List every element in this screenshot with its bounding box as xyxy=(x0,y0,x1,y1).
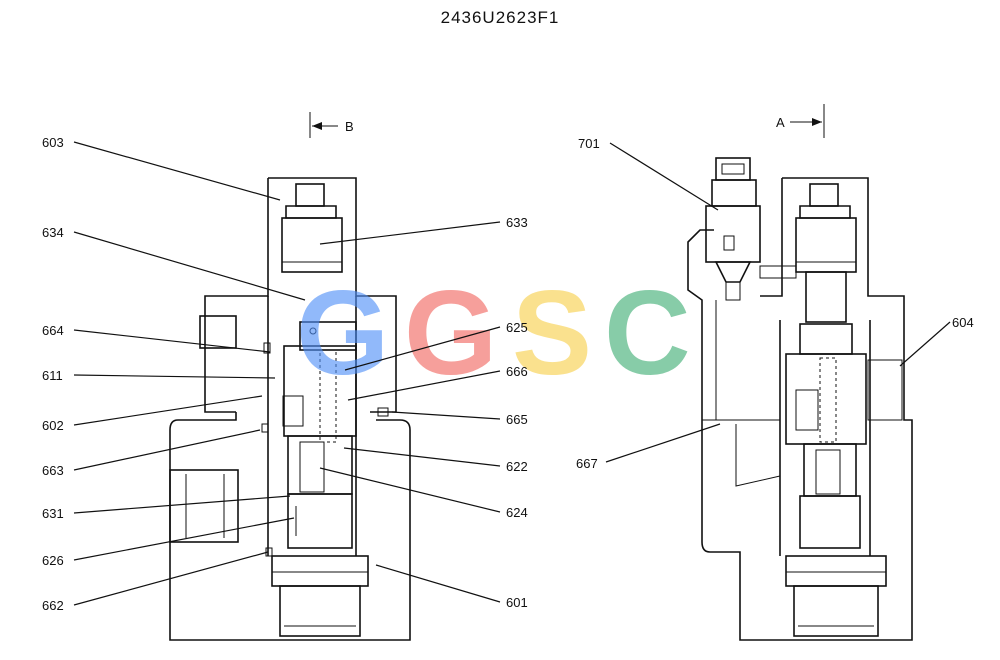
callout-701: 701 xyxy=(578,136,600,151)
watermark: G G S C xyxy=(296,266,691,400)
leader-lines xyxy=(73,141,951,606)
drawing-title: 2436U2623F1 xyxy=(440,8,560,27)
callout-626: 626 xyxy=(42,553,64,568)
callout-602: 602 xyxy=(42,418,64,433)
callout-667: 667 xyxy=(576,456,598,471)
callout-625: 625 xyxy=(506,320,528,335)
callout-601: 601 xyxy=(506,595,528,610)
watermark-letter-3: S xyxy=(512,266,592,400)
watermark-letter-1: G xyxy=(296,266,389,400)
callout-622: 622 xyxy=(506,459,528,474)
section-marker-b: B xyxy=(309,112,354,138)
callout-634: 634 xyxy=(42,225,64,240)
section-marker-a: A xyxy=(776,104,825,138)
callout-labels: 603 634 664 611 602 663 631 626 662 633 … xyxy=(42,135,974,613)
callout-666: 666 xyxy=(506,364,528,379)
callout-631: 631 xyxy=(42,506,64,521)
right-section-view: A xyxy=(687,104,913,641)
callout-603: 603 xyxy=(42,135,64,150)
callout-665: 665 xyxy=(506,412,528,427)
callout-604: 604 xyxy=(952,315,974,330)
callout-611: 611 xyxy=(42,368,63,383)
watermark-letter-4: C xyxy=(604,266,691,400)
watermark-letter-2: G xyxy=(404,266,497,400)
section-label-a: A xyxy=(776,115,785,130)
callout-633: 633 xyxy=(506,215,528,230)
callout-624: 624 xyxy=(506,505,528,520)
callout-663: 663 xyxy=(42,463,64,478)
left-section-view: B xyxy=(169,112,411,641)
section-label-b: B xyxy=(345,119,354,134)
callout-662: 662 xyxy=(42,598,64,613)
callout-664: 664 xyxy=(42,323,64,338)
